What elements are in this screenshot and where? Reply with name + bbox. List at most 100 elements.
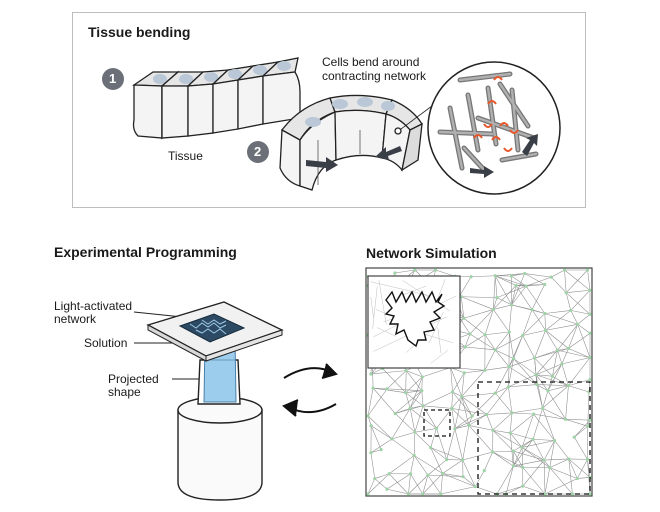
network-node <box>462 316 466 320</box>
network-node <box>404 391 408 395</box>
network-node <box>521 333 525 338</box>
network-node <box>563 417 568 421</box>
network-edge <box>471 275 496 278</box>
network-edge <box>545 310 571 331</box>
network-edge <box>464 370 485 374</box>
network-edge <box>367 415 372 426</box>
network-edge <box>468 425 493 453</box>
network-edge <box>570 310 591 315</box>
network-edge <box>568 348 591 358</box>
network-edge <box>570 310 578 325</box>
network-edge <box>549 467 578 479</box>
network-edge <box>544 310 571 314</box>
network-edge <box>414 455 443 474</box>
network-node <box>564 291 568 295</box>
network-edge <box>461 396 470 426</box>
network-edge <box>446 428 456 460</box>
network-node <box>524 284 528 288</box>
network-node <box>542 458 546 462</box>
network-edge <box>405 392 411 409</box>
network-node <box>441 471 445 476</box>
network-edge <box>493 297 498 310</box>
network-node <box>560 362 564 366</box>
bent-tissue <box>279 94 441 191</box>
network-edge <box>370 368 383 375</box>
network-node <box>387 472 391 476</box>
network-edge <box>468 415 473 426</box>
network-edge <box>430 428 437 448</box>
network-node <box>406 492 411 496</box>
network-node <box>585 268 590 272</box>
network-edge <box>408 473 411 495</box>
network-node <box>588 356 592 360</box>
dashed-region-large <box>477 381 591 495</box>
network-edge <box>508 357 535 368</box>
network-edge <box>435 269 455 277</box>
network-edge <box>532 439 545 461</box>
inset-edge <box>430 349 449 364</box>
network-node <box>390 437 394 441</box>
network-edge <box>565 292 591 315</box>
network-edge <box>525 285 546 314</box>
network-node <box>421 404 425 408</box>
network-edge <box>388 473 409 495</box>
network-edge <box>391 438 415 456</box>
network-edge <box>430 447 447 460</box>
network-node <box>385 387 389 391</box>
tissue-cell <box>235 61 281 130</box>
network-edge <box>391 431 415 440</box>
step-2-number: 2 <box>254 144 262 159</box>
tissue-cell <box>210 65 256 134</box>
network-node <box>531 437 535 441</box>
network-node <box>461 475 465 479</box>
network-node <box>511 449 515 453</box>
network-node <box>412 453 416 458</box>
network-edge <box>545 330 569 349</box>
network-edge <box>405 392 424 407</box>
network-node <box>467 423 471 428</box>
network-edge <box>370 452 376 479</box>
network-edge <box>454 396 463 429</box>
inset-edge <box>370 296 374 318</box>
network-edge <box>370 425 382 450</box>
network-edge <box>465 346 496 351</box>
network-edge <box>547 385 569 392</box>
network-node <box>588 312 592 316</box>
network-edge <box>464 333 471 348</box>
network-edge <box>511 273 525 277</box>
network-node <box>483 333 487 337</box>
network-edge <box>568 332 591 349</box>
network-edge <box>387 388 422 391</box>
network-edge <box>475 486 497 495</box>
network-edge <box>511 273 525 305</box>
network-edge <box>422 367 451 378</box>
network-edge <box>451 408 470 426</box>
network-edge <box>430 447 463 461</box>
network-node <box>461 458 465 462</box>
network-node <box>588 378 592 382</box>
network-edge <box>496 297 512 306</box>
network-edge <box>421 376 423 391</box>
network-edge <box>492 451 523 468</box>
network-edge <box>496 485 523 495</box>
network-edge <box>577 324 591 334</box>
network-node <box>439 492 443 496</box>
network-edge <box>531 284 545 310</box>
network-edge <box>557 350 563 364</box>
network-edge <box>554 440 570 460</box>
network-edge <box>409 408 416 433</box>
network-edge <box>486 414 494 431</box>
network-edge <box>552 350 558 377</box>
network-node <box>473 484 477 489</box>
network-edge <box>513 459 545 467</box>
network-edge <box>521 447 550 468</box>
network-edge <box>408 474 429 495</box>
network-edge <box>484 451 493 471</box>
network-edge <box>542 390 549 409</box>
network-node <box>408 472 413 476</box>
network-edge <box>544 478 578 495</box>
network-edge <box>564 269 567 293</box>
network-node <box>429 445 433 450</box>
molecular-motors <box>473 76 519 152</box>
